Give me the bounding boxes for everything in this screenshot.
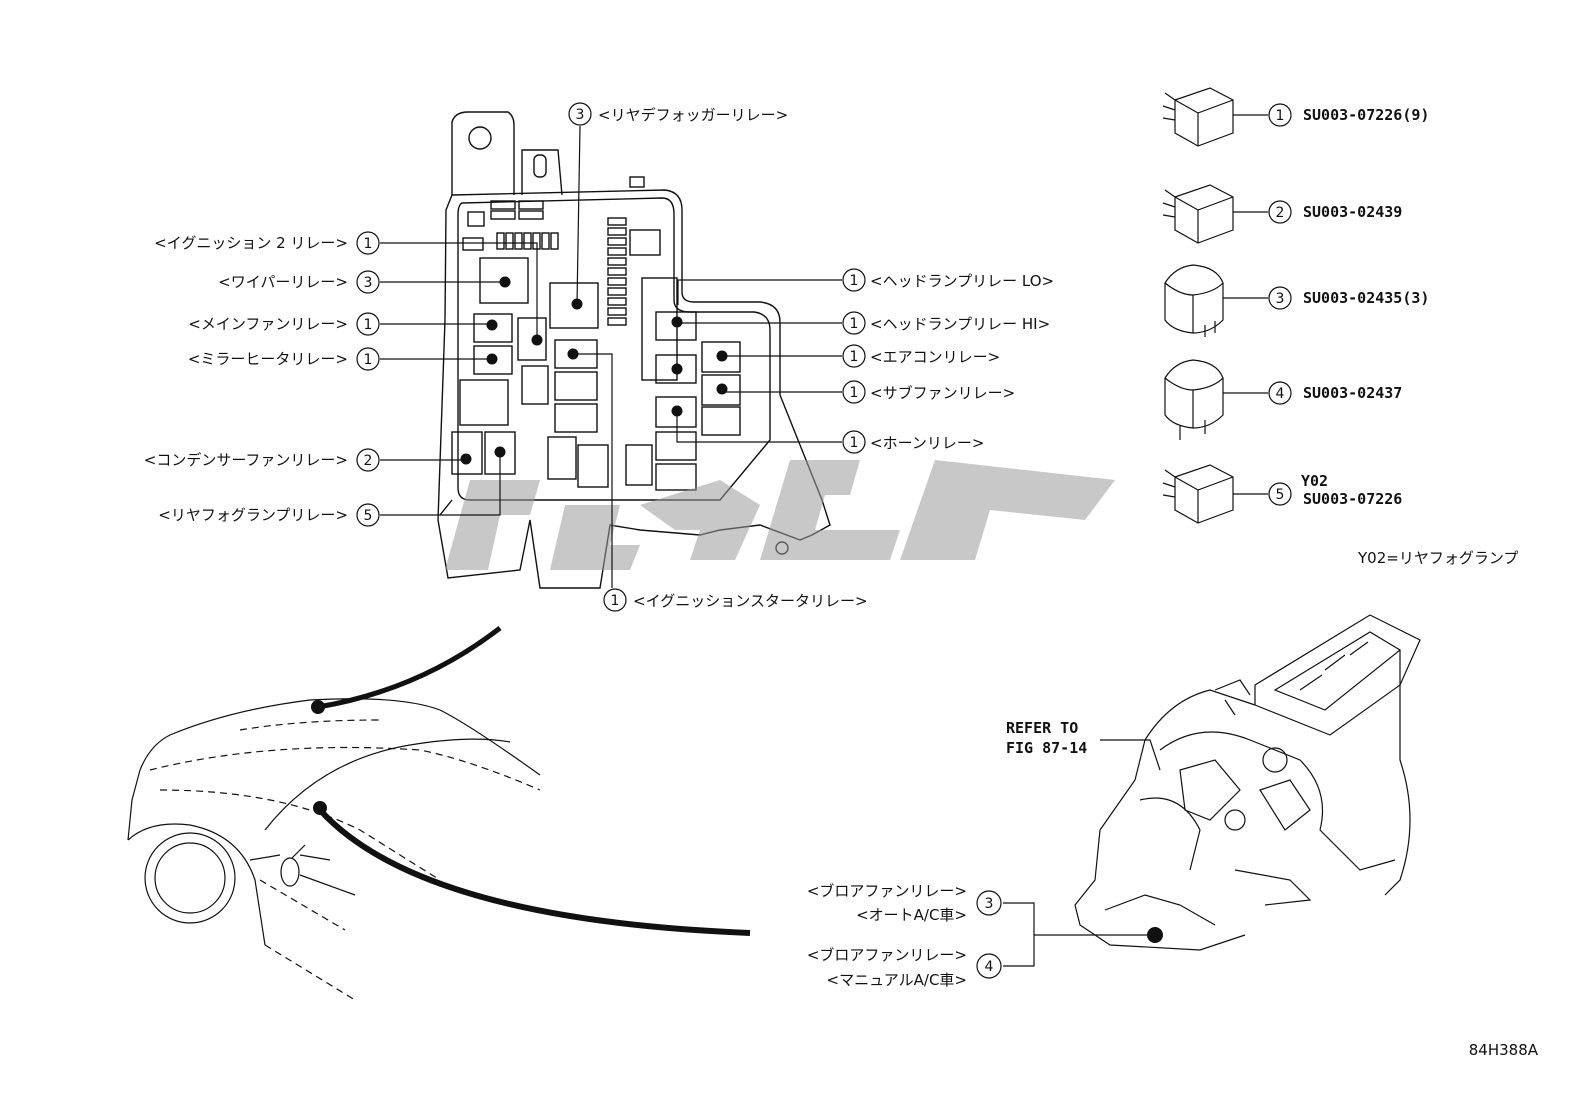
relay-icon-2 [1162, 184, 1234, 244]
relay-icon-3 [1164, 264, 1224, 337]
svg-text:1: 1 [850, 316, 859, 332]
relay-icon-1 [1162, 87, 1234, 147]
legend-item-4: 4 SU003-02437 [1268, 381, 1402, 405]
stacked-fuse [607, 307, 627, 316]
svg-text:<ヘッドランプリレー HI>: <ヘッドランプリレー HI> [870, 315, 1050, 333]
callout-mirror-heater-relay: <ミラーヒータリレー> 1 [188, 347, 380, 371]
svg-text:<コンデンサーファンリレー>: <コンデンサーファンリレー> [144, 451, 348, 469]
stacked-fuse [607, 297, 627, 306]
svg-text:SU003-07226(9): SU003-07226(9) [1303, 106, 1429, 124]
svg-text:1: 1 [364, 317, 373, 333]
svg-text:<ブロアファンリレー>: <ブロアファンリレー> [807, 946, 967, 964]
svg-text:SU003-07226: SU003-07226 [1303, 490, 1402, 508]
svg-text:1: 1 [850, 349, 859, 365]
callout-sub-fan-relay: 1 <サブファンリレー> [842, 380, 1015, 404]
callout-horn-relay: 1 <ホーンリレー> [842, 430, 984, 454]
refer-note: REFER TO FIG 87-14 [1006, 719, 1087, 757]
stacked-fuse [607, 237, 627, 246]
callout-rear-defogger-relay: 3 <リヤデフォッガーリレー> [568, 102, 788, 126]
relay-box-illustration [437, 111, 831, 589]
callout-headlamp-relay-lo: 1 <ヘッドランプリレー LO> [842, 268, 1054, 292]
mini-fuse [550, 232, 559, 250]
blower-callouts: <ブロアファンリレー> <オートA/C車> 3 <ブロアファンリレー> <マニュ… [807, 882, 1002, 989]
callout-aircon-relay: 1 <エアコンリレー> [842, 344, 1000, 368]
svg-text:1: 1 [611, 593, 620, 609]
callout-blower-fan-relay-auto: <ブロアファンリレー> <オートA/C車> 3 [807, 882, 1002, 924]
svg-text:1: 1 [850, 273, 859, 289]
mini-fuse [541, 232, 550, 250]
callout-blower-fan-relay-manual: <ブロアファンリレー> <マニュアルA/C車> 4 [807, 946, 1002, 989]
stacked-fuse [607, 267, 627, 276]
svg-text:<オートA/C車>: <オートA/C車> [856, 906, 967, 924]
svg-text:5: 5 [364, 508, 373, 524]
svg-text:SU003-02437: SU003-02437 [1303, 384, 1402, 402]
svg-text:<ブロアファンリレー>: <ブロアファンリレー> [807, 882, 967, 900]
svg-text:5: 5 [1276, 487, 1285, 503]
stacked-fuse [607, 227, 627, 236]
callout-ignition-2-relay: <イグニッション 2 リレー> 1 [154, 231, 380, 255]
svg-text:1: 1 [850, 435, 859, 451]
callout-wiper-relay: <ワイパーリレー> 3 [218, 270, 380, 294]
svg-text:<メインファンリレー>: <メインファンリレー> [188, 315, 348, 333]
fuse-box-callouts: 3 <リヤデフォッガーリレー> <イグニッション 2 リレー> 1 <ワイパーリ… [144, 102, 1054, 612]
callout-rear-fog-lamp-relay: <リヤフォグランプリレー> 5 [158, 503, 380, 527]
mini-fuse [523, 232, 532, 250]
parts-legend: 1 SU003-07226(9) 2 SU003-02439 3 SU003-0… [1268, 103, 1518, 567]
svg-text:SU003-02439: SU003-02439 [1303, 203, 1402, 221]
legend-item-3: 3 SU003-02435(3) [1268, 286, 1429, 310]
mini-fuse [505, 232, 514, 250]
relay-icon-4 [1164, 359, 1224, 440]
svg-text:1: 1 [1276, 108, 1285, 124]
svg-text:<イグニッション 2 リレー>: <イグニッション 2 リレー> [154, 234, 348, 252]
figure-id: 84H388A [1469, 1041, 1539, 1059]
svg-text:<ミラーヒータリレー>: <ミラーヒータリレー> [188, 350, 348, 368]
svg-text:<リヤデフォッガーリレー>: <リヤデフォッガーリレー> [598, 106, 788, 124]
svg-text:FIG 87-14: FIG 87-14 [1006, 739, 1087, 757]
blower-unit-illustration [1074, 614, 1421, 951]
svg-text:<サブファンリレー>: <サブファンリレー> [870, 384, 1015, 402]
leader-lines [380, 114, 1268, 967]
callout-ignition-starter-relay: 1 <イグニッションスタータリレー> [603, 588, 868, 612]
stacked-fuse [607, 277, 627, 286]
svg-text:1: 1 [364, 352, 373, 368]
svg-text:1: 1 [850, 385, 859, 401]
callout-headlamp-relay-hi: 1 <ヘッドランプリレー HI> [842, 311, 1050, 335]
svg-text:<イグニッションスタータリレー>: <イグニッションスタータリレー> [633, 592, 868, 610]
svg-text:REFER TO: REFER TO [1006, 719, 1078, 737]
svg-text:4: 4 [1276, 386, 1285, 402]
car-front-illustration [127, 626, 751, 1001]
svg-text:SU003-02435(3): SU003-02435(3) [1303, 289, 1429, 307]
svg-text:<リヤフォグランプリレー>: <リヤフォグランプリレー> [158, 506, 348, 524]
svg-text:1: 1 [364, 236, 373, 252]
mini-fuse [514, 232, 523, 250]
stacked-fuse [607, 287, 627, 296]
watermark-logo [445, 460, 1115, 570]
svg-text:<マニュアルA/C車>: <マニュアルA/C車> [827, 971, 967, 989]
stacked-fuse [607, 217, 627, 226]
relay-icon-5 [1162, 464, 1234, 524]
stacked-fuse [607, 247, 627, 256]
svg-text:Y02: Y02 [1301, 472, 1328, 490]
stacked-fuse [607, 257, 627, 266]
svg-text:2: 2 [1276, 205, 1285, 221]
svg-text:3: 3 [364, 275, 373, 291]
svg-text:4: 4 [985, 959, 994, 975]
svg-text:<ホーンリレー>: <ホーンリレー> [870, 434, 984, 452]
callout-main-fan-relay: <メインファンリレー> 1 [188, 312, 380, 336]
svg-text:3: 3 [1276, 291, 1285, 307]
svg-text:<エアコンリレー>: <エアコンリレー> [870, 348, 1000, 366]
legend-item-1: 1 SU003-07226(9) [1268, 103, 1429, 127]
mini-fuse [496, 232, 505, 250]
stacked-fuse [607, 317, 627, 326]
svg-text:3: 3 [576, 107, 585, 123]
legend-item-5: 5 Y02 SU003-07226 [1268, 472, 1402, 508]
svg-text:2: 2 [364, 453, 373, 469]
svg-text:3: 3 [985, 896, 994, 912]
legend-item-2: 2 SU003-02439 [1268, 200, 1402, 224]
code-note: Y02=リヤフォグランプ [1357, 549, 1518, 567]
svg-text:<ワイパーリレー>: <ワイパーリレー> [218, 273, 348, 291]
callout-condenser-fan-relay: <コンデンサーファンリレー> 2 [144, 448, 380, 472]
svg-text:<ヘッドランプリレー LO>: <ヘッドランプリレー LO> [870, 272, 1054, 290]
